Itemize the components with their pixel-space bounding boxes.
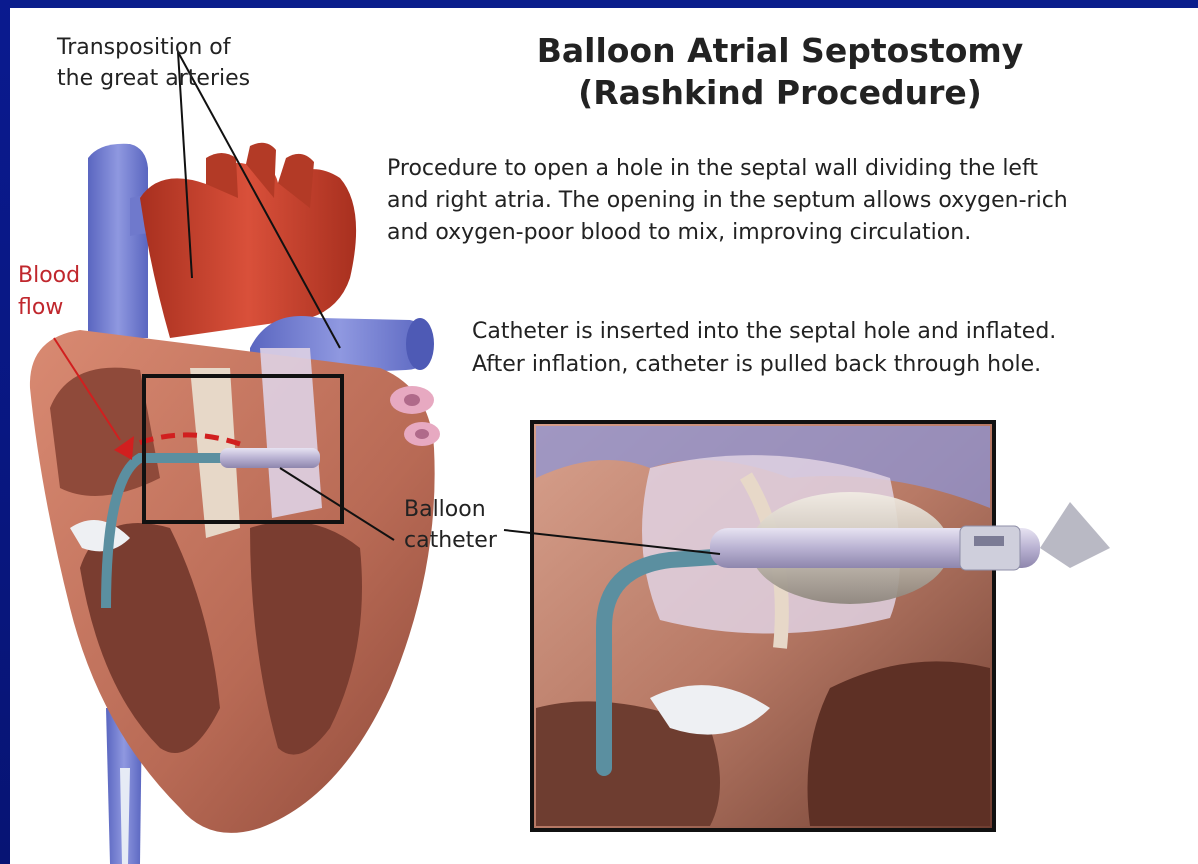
pulmonary-opening	[406, 318, 434, 370]
page-title: Balloon Atrial Septostomy (Rashkind Proc…	[520, 30, 1040, 114]
heart-illustration	[10, 8, 1198, 864]
balloon-label-line2: catheter	[404, 525, 497, 556]
inset-catheter-slot	[974, 536, 1004, 546]
balloon-in-heart	[220, 448, 320, 468]
balloon-label-line1: Balloon	[404, 494, 497, 525]
tga-label: Transposition of the great arteries	[57, 32, 250, 94]
catheter-note-line1: Catheter is inserted into the septal hol…	[472, 315, 1056, 348]
description-line3: and oxygen-poor blood to mix, improving …	[387, 217, 1068, 249]
blood-label-line1: Blood	[18, 260, 80, 292]
pulmonary-vein-hole-2	[415, 429, 429, 439]
procedure-description: Procedure to open a hole in the septal w…	[387, 153, 1068, 249]
pulmonary-vein-hole-1	[404, 394, 420, 406]
heart-drawing	[30, 52, 440, 864]
illustration-panel: Transposition of the great arteries Ball…	[10, 8, 1198, 864]
inset-catheter-tip	[1040, 502, 1110, 568]
blood-flow-label: Blood flow	[18, 260, 80, 324]
balloon-catheter-label: Balloon catheter	[404, 494, 497, 556]
title-line1: Balloon Atrial Septostomy	[520, 30, 1040, 72]
description-line1: Procedure to open a hole in the septal w…	[387, 153, 1068, 185]
tga-label-line1: Transposition of	[57, 32, 250, 63]
title-line2: (Rashkind Procedure)	[520, 72, 1040, 114]
inset-illustration	[504, 422, 1110, 830]
inset-catheter-tip-sleeve	[960, 526, 1020, 570]
tga-label-line2: the great arteries	[57, 63, 250, 94]
slide-frame-top	[0, 0, 1198, 8]
superior-vena-cava	[88, 144, 148, 338]
blood-label-line2: flow	[18, 292, 80, 324]
slide-frame-left	[0, 0, 10, 864]
description-line2: and right atria. The opening in the sept…	[387, 185, 1068, 217]
aorta	[140, 163, 356, 338]
catheter-note: Catheter is inserted into the septal hol…	[472, 315, 1056, 381]
catheter-note-line2: After inflation, catheter is pulled back…	[472, 348, 1056, 381]
inset-ventricle-right	[808, 661, 991, 826]
